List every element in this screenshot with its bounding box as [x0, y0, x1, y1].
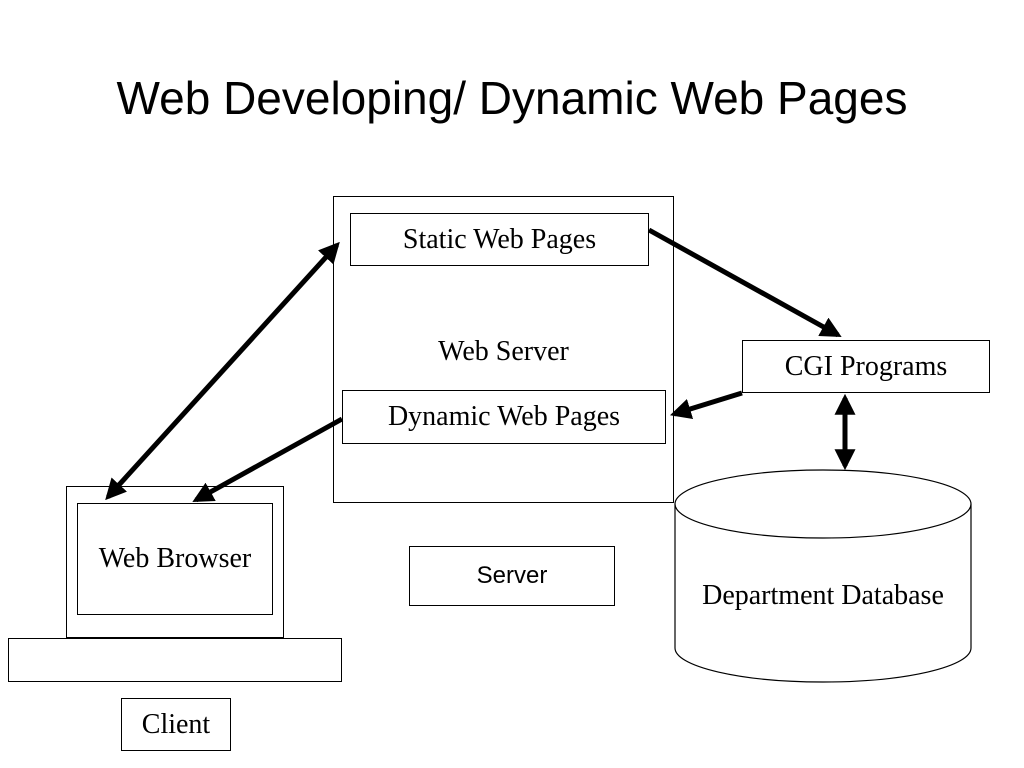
arrow-dynamic-browser: [192, 416, 344, 503]
static-web-pages-box: Static Web Pages: [350, 213, 649, 266]
database-cylinder: [674, 469, 972, 683]
arrow-cgi-dynamic: [669, 390, 743, 420]
web-browser-box: Web Browser: [77, 503, 273, 615]
dynamic-web-pages-box: Dynamic Web Pages: [342, 390, 666, 444]
keyboard-base: [8, 638, 342, 682]
server-label-box: Server: [409, 546, 615, 606]
arrow-static-cgi: [647, 227, 842, 338]
department-database-label: Department Database: [702, 580, 944, 611]
arrow-browser-static: [105, 241, 340, 501]
slide-title: Web Developing/ Dynamic Web Pages: [116, 72, 908, 124]
client-label-box: Client: [121, 698, 231, 751]
web-server-label: Web Server: [438, 336, 569, 367]
cgi-programs-box: CGI Programs: [742, 340, 990, 393]
